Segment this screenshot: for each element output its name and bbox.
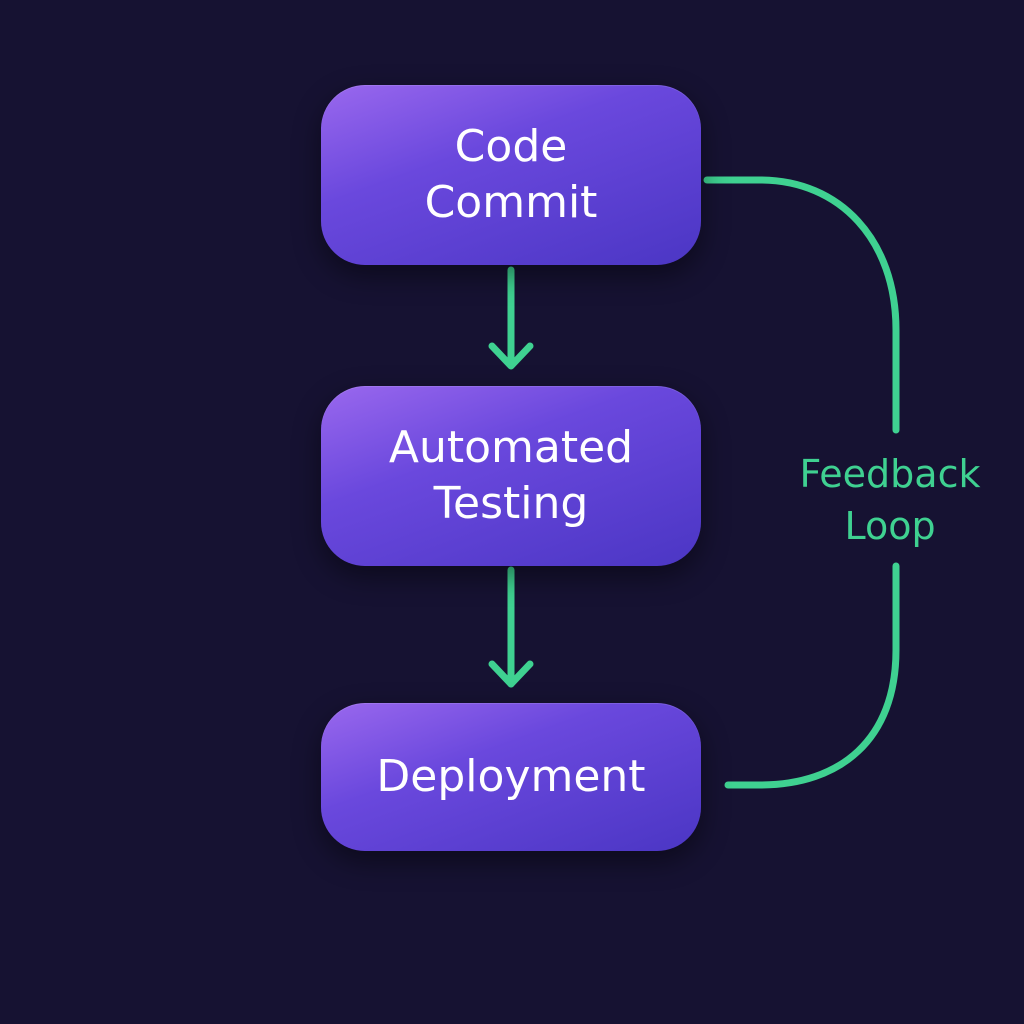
feedback-loop-upper [703,176,900,434]
feedback-loop-label-line-1: Feedback [799,452,981,496]
feedback-loop-label-line-2: Loop [844,504,936,548]
node-code-commit-line-1: Code [454,121,568,172]
node-deployment-line-1: Deployment [376,751,646,802]
node-automated-testing-line-1: Automated [388,422,634,473]
feedback-loop-label: Feedback Loop [780,448,1000,552]
node-code-commit-line-2: Commit [424,177,598,228]
arrow-commit-to-testing [488,266,534,370]
node-automated-testing: Automated Testing [321,386,701,566]
arrow-testing-to-deployment [488,566,534,688]
node-code-commit: Code Commit [321,85,701,265]
feedback-loop-lower [724,562,900,789]
node-deployment: Deployment [321,703,701,851]
node-automated-testing-line-2: Testing [433,478,589,529]
